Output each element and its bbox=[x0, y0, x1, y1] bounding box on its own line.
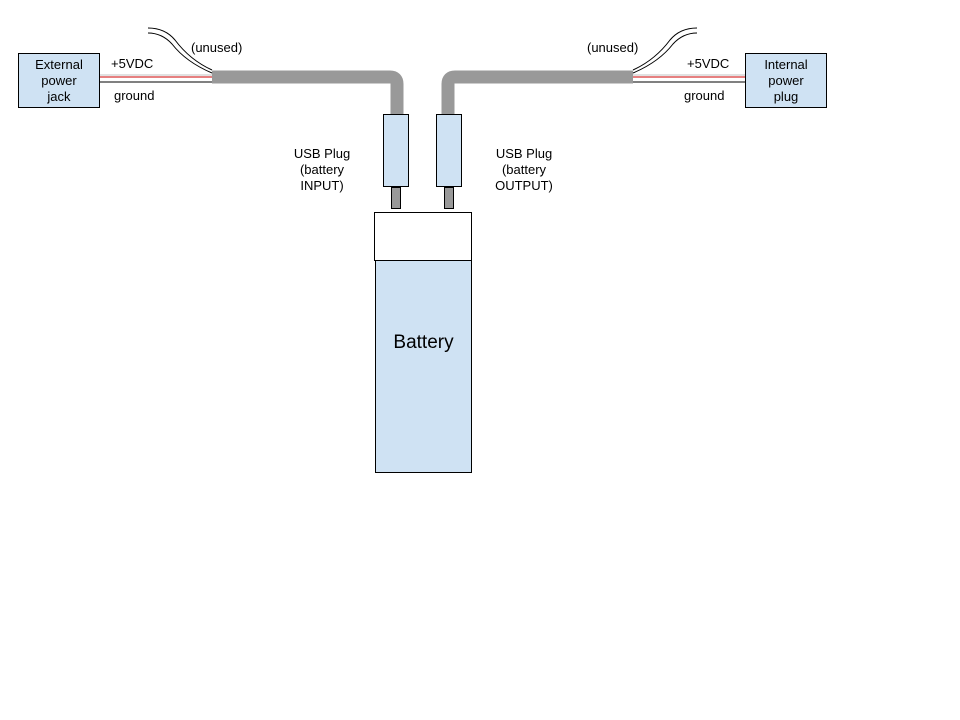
internal-power-plug-box: Internal power plug bbox=[745, 53, 827, 108]
usb-plug-output-tip bbox=[444, 187, 454, 209]
external-power-jack-box: External power jack bbox=[18, 53, 100, 108]
usb-plug-input-tip bbox=[391, 187, 401, 209]
usb-plug-output-label: USB Plug (battery OUTPUT) bbox=[495, 146, 553, 193]
left-unused-wire-2 bbox=[147, 32, 213, 74]
right-unused-wire bbox=[632, 27, 698, 71]
right-ground-label: ground bbox=[684, 88, 725, 103]
usb-plug-input bbox=[383, 114, 409, 187]
right-unused-label: (unused) bbox=[587, 40, 639, 55]
usb-plug-input-label: USB Plug (battery INPUT) bbox=[293, 146, 351, 193]
battery-label: Battery bbox=[393, 332, 454, 353]
usb-plug-output bbox=[436, 114, 462, 187]
battery-body: Battery bbox=[375, 260, 472, 473]
left-plus-5vdc-label: +5VDC bbox=[111, 56, 154, 71]
right-unused-wire-2 bbox=[632, 32, 698, 74]
external-power-jack-label: External power jack bbox=[35, 56, 83, 104]
left-unused-wire bbox=[147, 27, 213, 71]
left-unused-label: (unused) bbox=[191, 40, 243, 55]
right-plus-5vdc-label: +5VDC bbox=[687, 56, 730, 71]
right-cable bbox=[441, 70, 633, 115]
left-ground-label: ground bbox=[114, 88, 155, 103]
left-cable bbox=[212, 70, 404, 115]
internal-power-plug-label: Internal power plug bbox=[764, 56, 808, 104]
battery-connector-cap bbox=[374, 212, 472, 261]
